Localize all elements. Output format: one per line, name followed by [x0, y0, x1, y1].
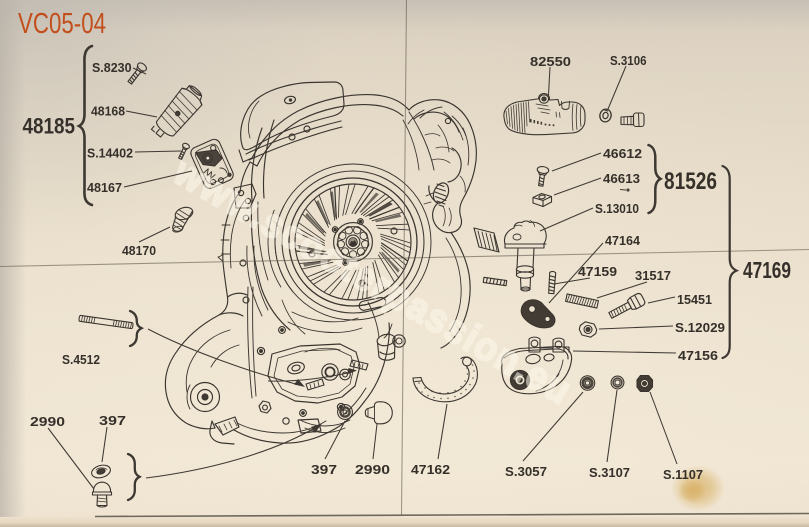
svg-text:47164: 47164 — [605, 233, 641, 248]
svg-text:48170: 48170 — [122, 243, 156, 258]
svg-text:47169: 47169 — [743, 257, 791, 283]
svg-text:82550: 82550 — [530, 54, 571, 69]
svg-text:48167: 48167 — [87, 180, 122, 195]
svg-text:2990: 2990 — [355, 462, 390, 477]
svg-text:S.3107: S.3107 — [589, 465, 630, 480]
svg-text:397: 397 — [99, 413, 126, 428]
svg-text:S.3057: S.3057 — [505, 464, 547, 479]
svg-text:2990: 2990 — [30, 414, 65, 429]
svg-text:47162: 47162 — [411, 462, 450, 477]
svg-text:48185: 48185 — [23, 114, 76, 139]
svg-text:81526: 81526 — [664, 168, 717, 195]
svg-text:S.12029: S.12029 — [675, 320, 725, 335]
svg-text:31517: 31517 — [635, 268, 671, 283]
svg-text:397: 397 — [311, 462, 337, 477]
svg-text:47156: 47156 — [678, 348, 718, 363]
svg-text:S.14402: S.14402 — [87, 146, 133, 161]
svg-text:S.13010: S.13010 — [595, 201, 639, 216]
svg-text:S.3106: S.3106 — [610, 53, 647, 68]
svg-text:46613: 46613 — [603, 171, 640, 186]
svg-text:48168: 48168 — [91, 104, 125, 119]
svg-text:15451: 15451 — [677, 292, 712, 307]
svg-text:VC05-04: VC05-04 — [18, 8, 106, 40]
svg-text:S.8230: S.8230 — [92, 60, 132, 75]
svg-text:47159: 47159 — [578, 264, 617, 279]
svg-text:46612: 46612 — [603, 146, 642, 161]
svg-text:S.4512: S.4512 — [62, 352, 100, 367]
svg-text:S.1107: S.1107 — [663, 467, 703, 482]
